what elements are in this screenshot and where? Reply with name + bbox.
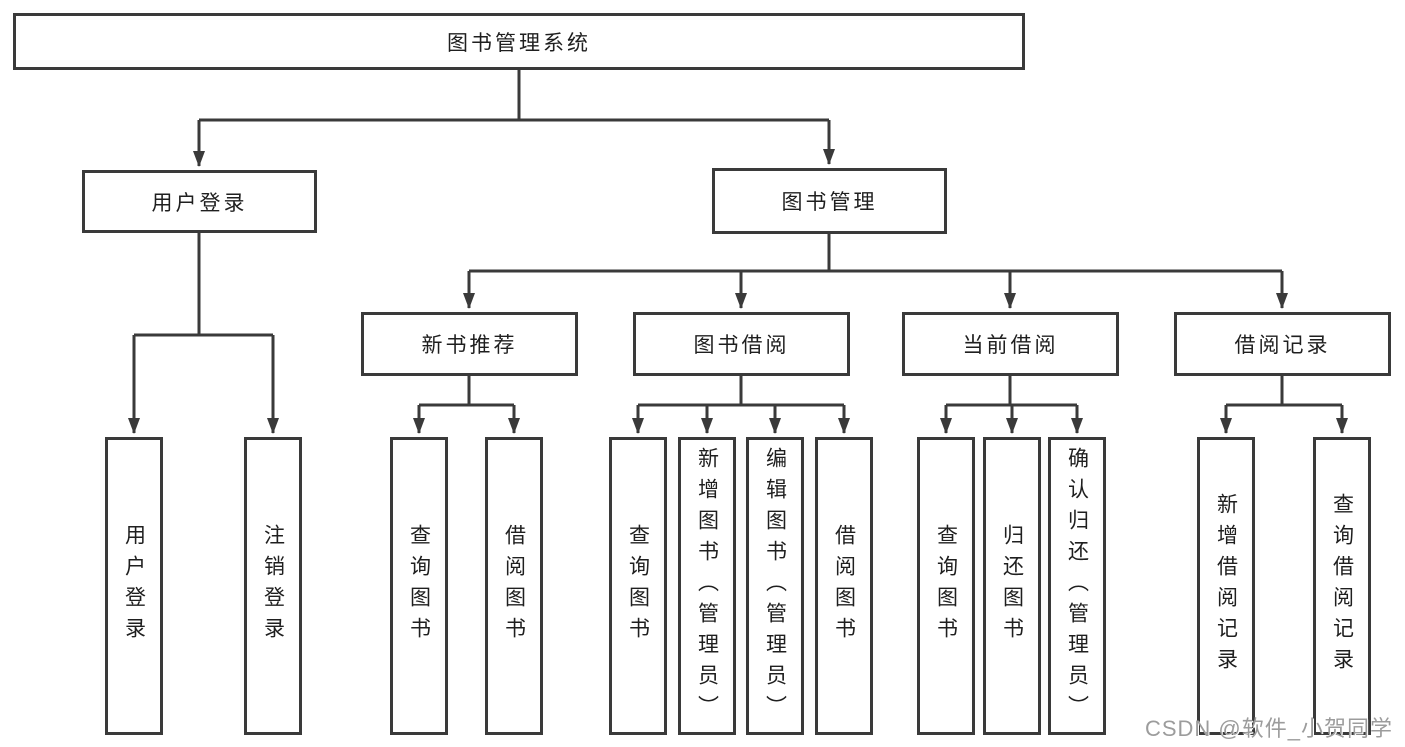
csdn-watermark: CSDN @软件_小贺同学	[1144, 716, 1393, 741]
leaf-records-add-record-label: 新增借阅记录	[1214, 493, 1238, 679]
leaf-current-confirm-return-admin: 确认归还（管理员）	[1048, 437, 1106, 735]
leaf-current-query-books-label: 查询图书	[934, 524, 958, 648]
leaf-records-query-record-label: 查询借阅记录	[1330, 493, 1354, 679]
connector-records-stem	[1226, 376, 1342, 407]
leaf-recommend-query-books-label: 查询图书	[407, 524, 431, 648]
node-user-login-label: 用户登录	[151, 191, 248, 215]
node-borrow-records: 借阅记录	[1174, 312, 1391, 376]
leaf-borrow-add-books-admin: 新增图书（管理员）	[678, 437, 736, 735]
leaf-borrow-add-books-admin-label: 新增图书（管理员）	[695, 446, 719, 726]
node-current-borrow-label: 当前借阅	[962, 334, 1059, 357]
node-borrow-records-label: 借阅记录	[1234, 334, 1331, 357]
node-library-system-label: 图书管理系统	[447, 31, 591, 55]
leaf-user-login-label: 用户登录	[122, 524, 146, 648]
leaf-records-query-record: 查询借阅记录	[1313, 437, 1371, 735]
leaf-current-query-books: 查询图书	[917, 437, 975, 735]
leaf-records-add-record: 新增借阅记录	[1197, 437, 1255, 735]
leaf-recommend-borrow-books-label: 借阅图书	[502, 524, 526, 648]
node-book-borrow: 图书借阅	[633, 312, 850, 376]
connector-root-stem	[199, 70, 829, 122]
connector-recommend-stem	[419, 376, 514, 407]
node-new-book-recommend: 新书推荐	[361, 312, 578, 376]
node-book-management-label: 图书管理	[781, 191, 878, 214]
node-new-book-recommend-label: 新书推荐	[421, 334, 518, 357]
leaf-recommend-query-books: 查询图书	[390, 437, 448, 735]
leaf-recommend-borrow-books: 借阅图书	[485, 437, 543, 735]
node-current-borrow: 当前借阅	[902, 312, 1119, 376]
leaf-user-login: 用户登录	[105, 437, 163, 735]
leaf-logout: 注销登录	[244, 437, 302, 735]
leaf-logout-label: 注销登录	[261, 524, 285, 648]
node-library-system: 图书管理系统	[13, 13, 1025, 70]
node-book-management: 图书管理	[712, 168, 947, 234]
leaf-borrow-edit-books-admin: 编辑图书（管理员）	[746, 437, 804, 735]
leaf-current-confirm-return-admin-label: 确认归还（管理员）	[1065, 446, 1089, 726]
connector-login-stem	[134, 233, 273, 337]
node-book-borrow-label: 图书借阅	[693, 334, 790, 357]
connector-current-stem	[946, 376, 1077, 407]
connector-borrow-stem	[638, 376, 844, 407]
leaf-borrow-query-books-label: 查询图书	[626, 524, 650, 648]
leaf-borrow-borrow-books-label: 借阅图书	[832, 524, 856, 648]
leaf-borrow-query-books: 查询图书	[609, 437, 667, 735]
leaf-current-return-books-label: 归还图书	[1000, 524, 1024, 648]
connector-manage-stem	[469, 234, 1282, 273]
leaf-current-return-books: 归还图书	[983, 437, 1041, 735]
leaf-borrow-edit-books-admin-label: 编辑图书（管理员）	[763, 446, 787, 726]
node-user-login: 用户登录	[82, 170, 317, 233]
leaf-borrow-borrow-books: 借阅图书	[815, 437, 873, 735]
